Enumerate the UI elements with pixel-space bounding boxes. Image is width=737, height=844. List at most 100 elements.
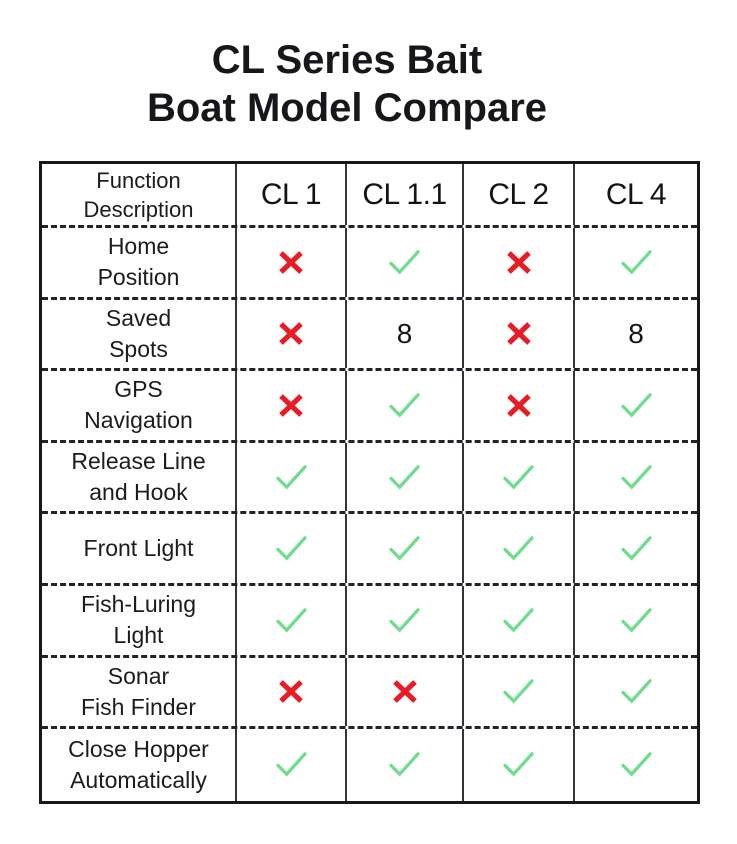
check-icon (503, 536, 534, 561)
table-cell-row-0-col-0 (237, 228, 347, 297)
table-cell-row-0-col-2 (464, 228, 575, 297)
header-model-label: CL 4 (605, 177, 667, 211)
cross-icon (506, 322, 531, 346)
check-icon (503, 608, 534, 633)
check-icon (389, 536, 420, 561)
page-title-line1: CL Series Bait (211, 38, 483, 82)
header-model-label: CL 1 (260, 177, 322, 211)
table-cell-header-model-3: CL 4 (575, 164, 697, 225)
check-icon (275, 752, 307, 777)
cell-value: 8 (396, 317, 413, 349)
table-cell-row-1-label: Saved Spots (42, 299, 237, 369)
feature-label: Home Position (97, 233, 180, 291)
table-cell-row-3-col-0 (237, 442, 347, 512)
table-cell-row-5-label: Fish-Luring Light (42, 585, 237, 655)
table-cell-row-6-label: Sonar Fish Finder (42, 657, 237, 727)
page-title-line2: Boat Model Compare (146, 86, 548, 130)
cross-icon (279, 250, 303, 274)
check-icon (389, 393, 420, 418)
table-cell-row-1-col-2 (464, 299, 575, 369)
check-icon (620, 464, 652, 490)
check-icon (620, 536, 652, 561)
check-icon (620, 752, 652, 777)
table-cell-row-4-col-0 (237, 514, 347, 583)
table-row: Front Light (42, 514, 697, 586)
table-cell-row-5-col-3 (575, 586, 697, 655)
table-cell-row-5-col-0 (237, 585, 347, 655)
table-cell-row-3-col-3 (575, 443, 697, 512)
check-icon (389, 752, 420, 777)
table-cell-row-3-col-1 (347, 442, 464, 512)
header-function-description-label: Function Description (83, 167, 194, 222)
check-icon (503, 464, 534, 490)
table-row: Home Position (42, 228, 697, 300)
cross-icon (506, 250, 531, 274)
cell-value: 8 (628, 317, 644, 349)
table-cell-row-6-col-0 (237, 657, 347, 727)
feature-label: Front Light (83, 535, 194, 562)
check-icon (389, 250, 420, 275)
cross-icon (506, 394, 531, 417)
table-cell-row-2-col-0 (237, 371, 347, 440)
table-row: Release Line and Hook (42, 442, 697, 515)
feature-label: Close Hopper Automatically (68, 735, 209, 793)
check-icon (503, 752, 534, 777)
table-row: Fish-Luring Light (42, 585, 697, 658)
table-cell-header-function-description: Function Description (42, 164, 237, 225)
check-icon (275, 608, 307, 633)
table-cell-row-2-col-3 (575, 371, 697, 440)
table-cell-row-1-col-1: 8 (347, 299, 464, 369)
table-cell-row-1-col-3: 8 (575, 300, 697, 369)
table-cell-row-4-col-3 (575, 514, 697, 583)
comparison-table: Function Description CL 1 CL 1.1 CL 2 CL 4 Ho… (39, 161, 700, 804)
table-cell-row-7-col-2 (464, 729, 575, 801)
table-row: Sonar Fish Finder (42, 657, 697, 730)
table-row: Close Hopper Automatically (42, 729, 697, 801)
table-cell-row-3-col-2 (464, 442, 575, 512)
table-cell-row-7-col-1 (347, 729, 464, 801)
table-cell-row-3-label: Release Line and Hook (42, 442, 237, 512)
feature-label: Fish-Luring Light (80, 591, 197, 649)
table-cell-header-model-1: CL 1.1 (347, 164, 464, 225)
feature-label: Saved Spots (105, 304, 172, 362)
table-cell-row-0-label: Home Position (42, 228, 237, 297)
table-cell-row-7-col-3 (575, 729, 697, 801)
header-model-label: CL 1.1 (362, 177, 447, 211)
feature-label: Release Line and Hook (71, 448, 206, 506)
table-cell-row-2-col-1 (347, 371, 464, 440)
check-icon (620, 393, 652, 418)
table-cell-row-0-col-3 (575, 228, 697, 297)
check-icon (389, 608, 420, 633)
check-icon (503, 679, 534, 704)
check-icon (620, 679, 652, 704)
check-icon (620, 608, 652, 633)
table-cell-row-4-label: Front Light (42, 514, 237, 583)
table-cell-row-5-col-1 (347, 585, 464, 655)
check-icon (389, 464, 420, 490)
check-icon (275, 536, 307, 561)
table-cell-row-0-col-1 (347, 228, 464, 297)
table-cell-row-4-col-1 (347, 514, 464, 583)
table-cell-row-7-label: Close Hopper Automatically (42, 729, 237, 801)
cross-icon (392, 680, 417, 704)
table-cell-row-2-col-2 (464, 371, 575, 440)
check-icon (275, 464, 307, 490)
table-header-row: Function Description CL 1 CL 1.1 CL 2 CL 4 (42, 164, 697, 228)
table-cell-row-7-col-0 (237, 729, 347, 801)
table-cell-row-4-col-2 (464, 514, 575, 583)
table-cell-header-model-0: CL 1 (237, 164, 347, 225)
table-cell-row-6-col-3 (575, 658, 697, 727)
table-row: GPS Navigation (42, 371, 697, 443)
table-cell-row-2-label: GPS Navigation (42, 371, 237, 440)
cross-icon (279, 394, 303, 417)
table-cell-row-6-col-1 (347, 657, 464, 727)
table-cell-row-1-col-0 (237, 299, 347, 369)
table-cell-header-model-2: CL 2 (464, 164, 575, 225)
header-model-label: CL 2 (488, 177, 549, 211)
cross-icon (279, 680, 303, 704)
cross-icon (279, 322, 303, 346)
feature-label: GPS Navigation (84, 376, 193, 434)
check-icon (620, 250, 652, 275)
